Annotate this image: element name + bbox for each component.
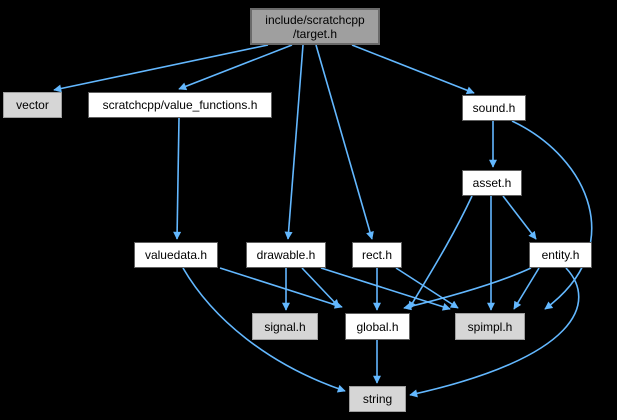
edge-target-h-to-vector <box>53 44 269 93</box>
node-label: string <box>362 392 393 406</box>
edge-rect-h-to-spimpl-h <box>395 267 459 309</box>
node-label: signal.h <box>264 319 306 334</box>
edge-drawable-h-to-global-h <box>301 267 340 308</box>
edge-group <box>53 44 593 398</box>
node-target-h: include/scratchcpp/target.h <box>250 8 380 45</box>
node-sound-h[interactable]: sound.h <box>462 95 526 121</box>
node-label: valuedata.h <box>144 248 208 262</box>
edge-entity-h-to-string <box>409 267 580 398</box>
node-label: entity.h <box>541 248 580 262</box>
edge-asset-h-to-entity-h <box>502 195 537 240</box>
node-drawable-h[interactable]: drawable.h <box>246 242 326 268</box>
node-spimpl-h: spimpl.h <box>455 313 525 340</box>
node-vector: vector <box>3 92 62 118</box>
node-asset-h[interactable]: asset.h <box>462 170 522 196</box>
node-string: string <box>349 386 406 412</box>
edge-entity-h-to-global-h <box>403 267 532 311</box>
node-label: /target.h <box>292 26 338 41</box>
node-valuedata-h[interactable]: valuedata.h <box>134 242 218 268</box>
edge-target-h-to-value-functions-h <box>178 44 293 91</box>
node-label: rect.h <box>361 248 392 262</box>
edge-target-h-to-sound-h <box>351 44 475 95</box>
node-value-functions-h[interactable]: scratchcpp/value_functions.h <box>88 92 272 118</box>
edge-entity-h-to-spimpl-h <box>513 267 540 310</box>
edge-valuedata-h-to-string <box>182 267 346 393</box>
node-label: sound.h <box>472 101 516 115</box>
edge-target-h-to-rect-h <box>315 44 374 240</box>
node-label: global.h <box>356 319 399 334</box>
edge-asset-h-to-global-h <box>408 195 473 310</box>
node-label: include/scratchcpp <box>265 12 365 27</box>
edge-drawable-h-to-spimpl-h <box>320 267 451 311</box>
node-label: drawable.h <box>256 248 316 262</box>
edge-valuedata-h-to-global-h <box>219 267 343 309</box>
edge-sound-h-to-spimpl-h <box>511 120 593 310</box>
node-label: asset.h <box>472 176 512 190</box>
node-label: spimpl.h <box>467 319 513 334</box>
edge-value-functions-h-to-valuedata-h <box>173 117 182 240</box>
node-label: vector <box>16 98 49 112</box>
node-signal-h: signal.h <box>252 313 318 340</box>
node-global-h[interactable]: global.h <box>345 313 410 340</box>
node-rect-h[interactable]: rect.h <box>352 242 402 268</box>
node-entity-h[interactable]: entity.h <box>529 242 592 268</box>
node-label: scratchcpp/value_functions.h <box>102 98 258 112</box>
edge-target-h-to-drawable-h <box>284 44 304 240</box>
